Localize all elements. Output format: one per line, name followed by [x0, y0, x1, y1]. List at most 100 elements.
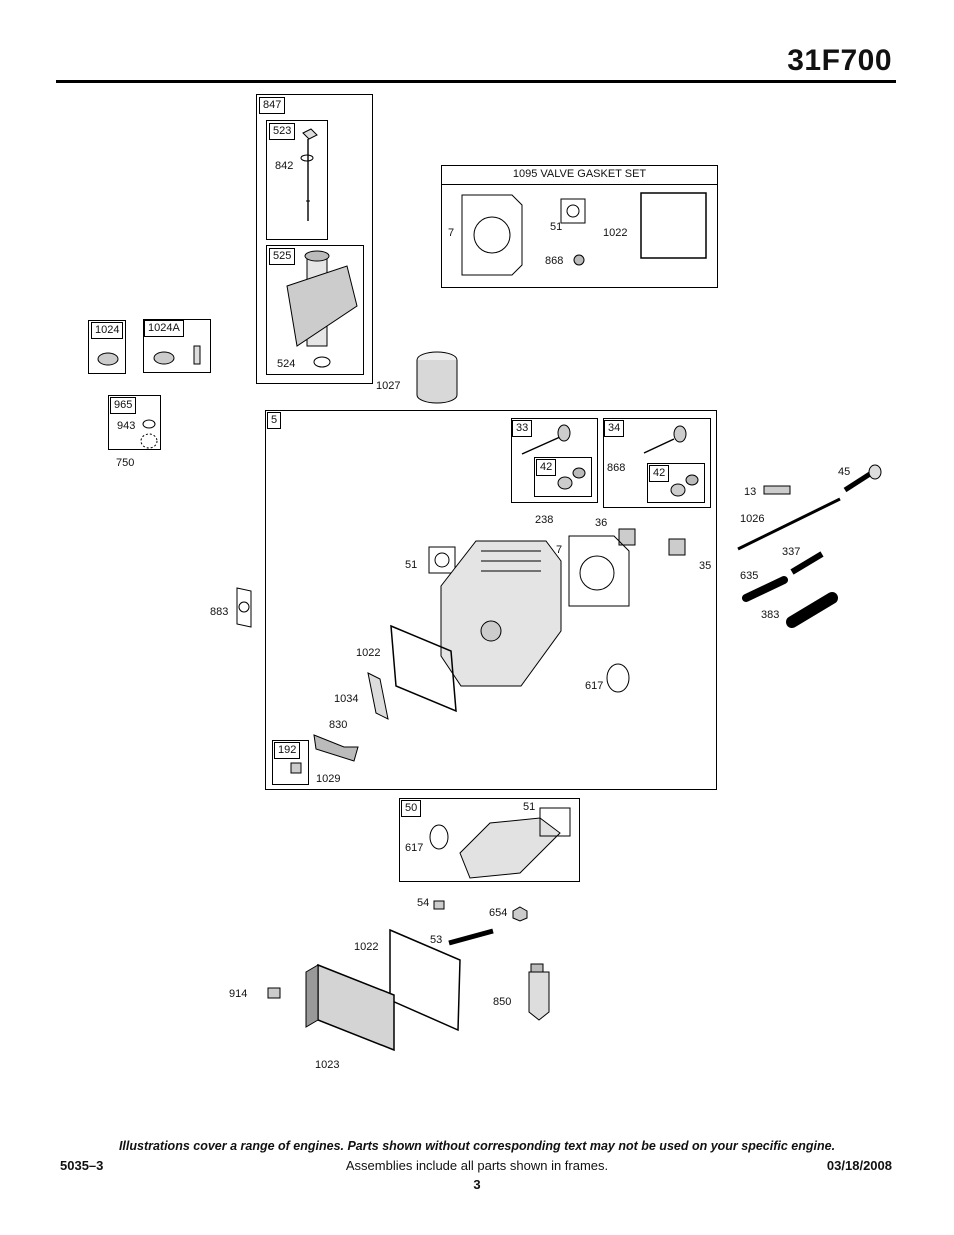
label-gs-7: 7 — [448, 227, 455, 239]
label-337: 337 — [782, 546, 801, 558]
intake-valve-frame: 33 42 — [511, 418, 598, 503]
intake-manifold-frame: 50 51 617 — [399, 798, 580, 882]
breather-1024a-frame: 1024A — [143, 319, 211, 373]
frame-tag-33: 33 — [512, 420, 533, 437]
label-238: 238 — [535, 514, 554, 526]
breather-icon — [97, 352, 119, 366]
cover-gasket-lower-icon — [389, 928, 461, 1032]
label-883: 883 — [210, 606, 229, 618]
frame-tag-42b: 42 — [649, 465, 670, 482]
intake-seal-frame: 42 — [534, 457, 592, 497]
tube-oring-icon — [313, 356, 331, 368]
footer-disclaimer: Illustrations cover a range of engines. … — [118, 1139, 836, 1153]
frame-tag-523: 523 — [269, 123, 296, 140]
pushrod-1026-icon — [737, 497, 841, 551]
header-rule — [56, 80, 896, 83]
frame-tag-1024a: 1024A — [144, 320, 184, 337]
frame-tag-34: 34 — [604, 420, 625, 437]
spring-36-icon — [618, 528, 636, 546]
label-850: 850 — [493, 996, 512, 1008]
cylinder-head-icon — [440, 540, 562, 687]
fill-tube-icon — [286, 250, 358, 347]
label-gs-51: 51 — [550, 221, 563, 233]
label-man-617: 617 — [405, 842, 424, 854]
label-man-51: 51 — [523, 801, 536, 813]
valve-gasket-set-frame: 1095 VALVE GASKET SET 7 51 868 1022 — [441, 165, 718, 288]
tool-383-icon — [786, 592, 838, 628]
nut-654-icon — [512, 906, 528, 922]
bolt-13-icon — [763, 485, 791, 495]
exhaust-gasket-icon — [560, 198, 586, 224]
label-830: 830 — [329, 719, 348, 731]
exhaust-valve-frame: 34 868 42 — [603, 418, 711, 508]
label-45: 45 — [838, 466, 851, 478]
frame-tag-5: 5 — [267, 412, 282, 429]
guide-635-icon — [742, 576, 788, 602]
label-valve-868: 868 — [607, 462, 626, 474]
frame-tag-1024: 1024 — [91, 322, 124, 339]
intake-valve-icon — [521, 424, 571, 455]
gasket-set-title: 1095 VALVE GASKET SET — [442, 166, 717, 185]
label-gs-868: 868 — [545, 255, 564, 267]
head-gasket-icon — [461, 194, 523, 276]
valve-cover-icon — [305, 963, 395, 1052]
breather-1024-frame: 1024 — [88, 320, 126, 374]
spring-35-icon — [668, 538, 686, 556]
screw-54-icon — [433, 900, 445, 910]
page-number: 3 — [473, 1177, 481, 1192]
oil-filter-icon — [416, 351, 458, 404]
frame-tag-965: 965 — [110, 397, 137, 414]
frame-tag-50: 50 — [401, 800, 422, 817]
oring-617-icon — [606, 663, 630, 693]
seal-943-icon — [140, 419, 158, 449]
label-13: 13 — [744, 486, 757, 498]
frame-tag-192: 192 — [274, 742, 301, 759]
stud-53-icon — [448, 928, 494, 946]
fill-tube-frame: 525 — [266, 245, 364, 375]
label-1027: 1027 — [376, 380, 401, 392]
label-gs-1022: 1022 — [603, 227, 628, 239]
frame-tag-525: 525 — [269, 248, 296, 265]
cover-gasket-icon — [640, 192, 707, 259]
intake-seal-icon — [557, 467, 586, 490]
exhaust-seal-icon — [670, 474, 699, 497]
label-35: 35 — [699, 560, 712, 572]
label-842: 842 — [275, 160, 294, 172]
cover-gasket-part-icon — [390, 624, 457, 713]
bracket-1034-icon — [367, 672, 389, 720]
sealant-tube-icon — [528, 963, 550, 1021]
shield-1029-icon — [313, 734, 359, 762]
label-1029: 1029 — [316, 773, 341, 785]
label-635: 635 — [740, 570, 759, 582]
seal-868-icon — [573, 254, 585, 266]
label-750: 750 — [116, 457, 135, 469]
plug-192-frame: 192 — [272, 740, 309, 785]
label-36: 36 — [595, 517, 608, 529]
screw-914-icon — [267, 987, 281, 999]
footer-note: Assemblies include all parts shown in fr… — [345, 1158, 609, 1173]
head-gasket-part-icon — [568, 535, 630, 607]
page-title: 31F700 — [787, 44, 892, 77]
label-53: 53 — [430, 934, 443, 946]
dipstick-icon — [300, 128, 318, 221]
breather-kit-icon — [153, 345, 201, 365]
label-54: 54 — [417, 897, 430, 909]
label-gasket-1022: 1022 — [356, 647, 381, 659]
rocker-45-icon — [843, 464, 882, 493]
label-383: 383 — [761, 609, 780, 621]
label-943: 943 — [117, 420, 136, 432]
dipstick-frame: 523 — [266, 120, 328, 240]
label-1022b: 1022 — [354, 941, 379, 953]
footer-code: 5035–3 — [60, 1158, 104, 1173]
label-617: 617 — [585, 680, 604, 692]
label-gasket-51: 51 — [405, 559, 418, 571]
seal-kit-frame: 965 943 — [108, 395, 161, 450]
label-1034: 1034 — [334, 693, 359, 705]
exhaust-gasket-part-icon — [428, 546, 456, 574]
manifold-icon — [459, 807, 571, 879]
plug-192-icon — [290, 762, 302, 774]
label-1026: 1026 — [740, 513, 765, 525]
oring-icon — [429, 824, 449, 850]
label-1023: 1023 — [315, 1059, 340, 1071]
label-654: 654 — [489, 907, 508, 919]
